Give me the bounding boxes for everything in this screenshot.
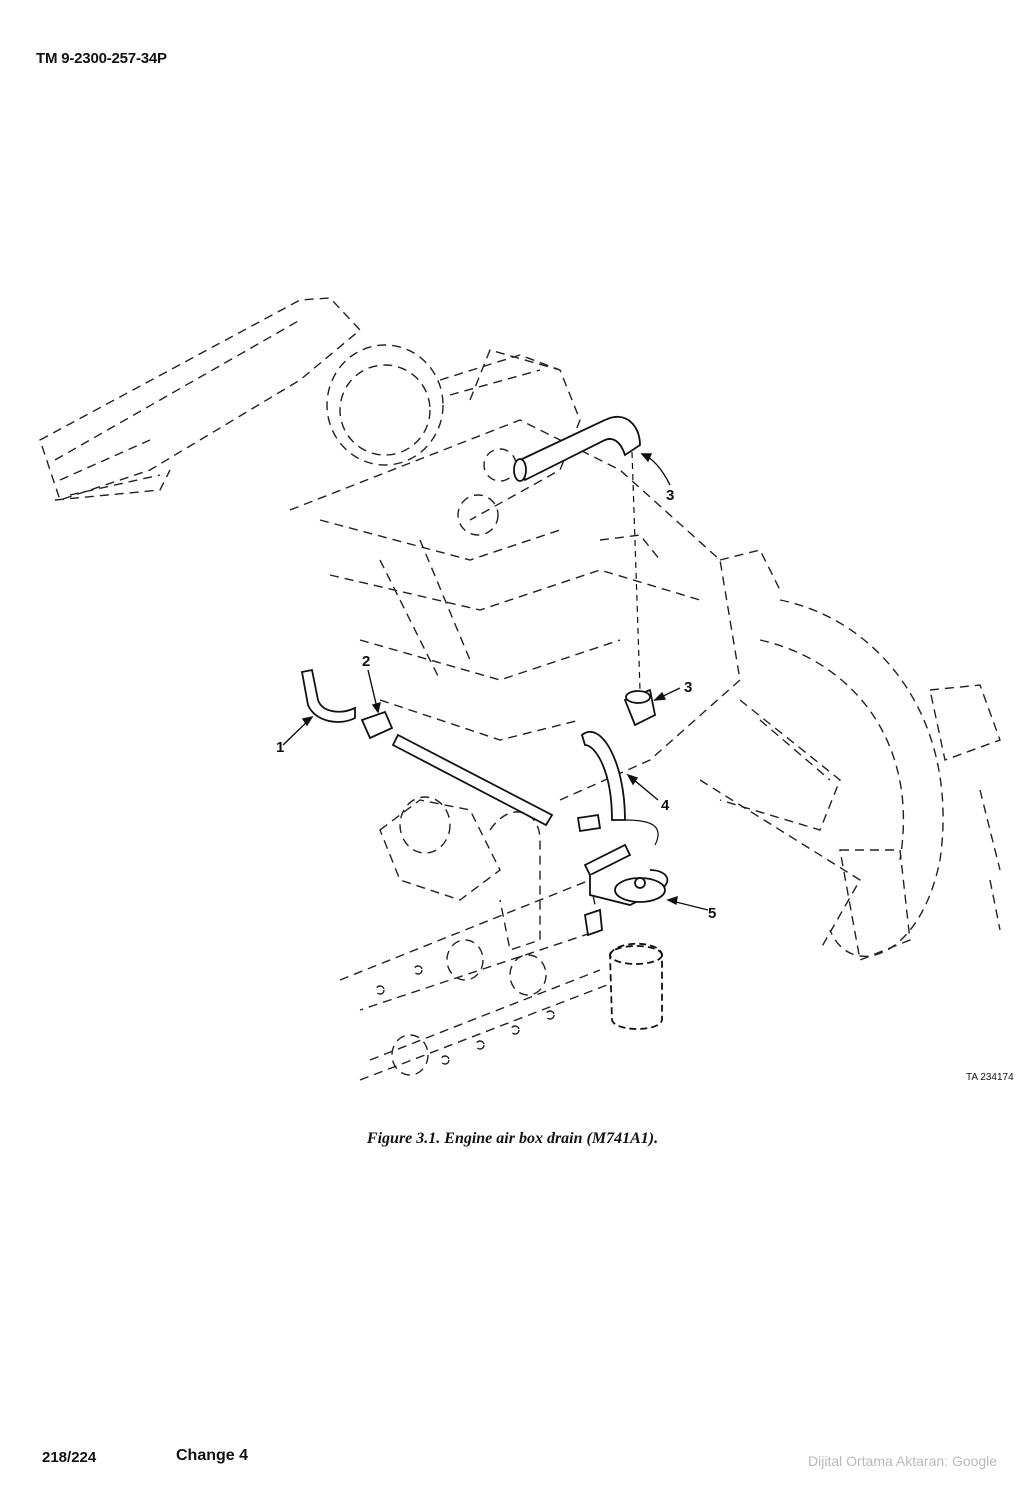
callout-1: 1 — [276, 739, 284, 756]
callout-leaders — [282, 453, 709, 911]
callout-3-upper: 3 — [666, 487, 674, 504]
callout-2: 2 — [362, 653, 370, 670]
filter-canister — [609, 942, 663, 1030]
bracket-item-2 — [360, 710, 394, 740]
engine-air-box-drain-illustration: 1 2 3 3 4 5 — [39, 297, 1001, 1081]
engine-outline-dashed — [39, 297, 1001, 1081]
digitization-watermark: Dijital Ortama Aktaran: Google — [808, 1453, 998, 1469]
hose-item-4 — [580, 731, 626, 821]
callout-5: 5 — [708, 905, 716, 922]
page-number: 218/224 — [42, 1449, 97, 1466]
figure-caption: Figure 3.1. Engine air box drain (M741A1… — [366, 1130, 659, 1147]
valve-item-5 — [583, 843, 632, 877]
callout-3-lower: 3 — [684, 679, 692, 696]
figure-ta-code: TA 234174 — [966, 1072, 1014, 1083]
connector — [576, 813, 602, 833]
elbow-tube-upper — [518, 415, 641, 482]
drain-components — [300, 415, 669, 1030]
hose-item-1 — [300, 668, 356, 723]
document-id: TM 9-2300-257-34P — [36, 50, 167, 67]
change-label: Change 4 — [176, 1447, 249, 1464]
drain-tube — [391, 733, 554, 827]
callout-4: 4 — [661, 797, 670, 814]
